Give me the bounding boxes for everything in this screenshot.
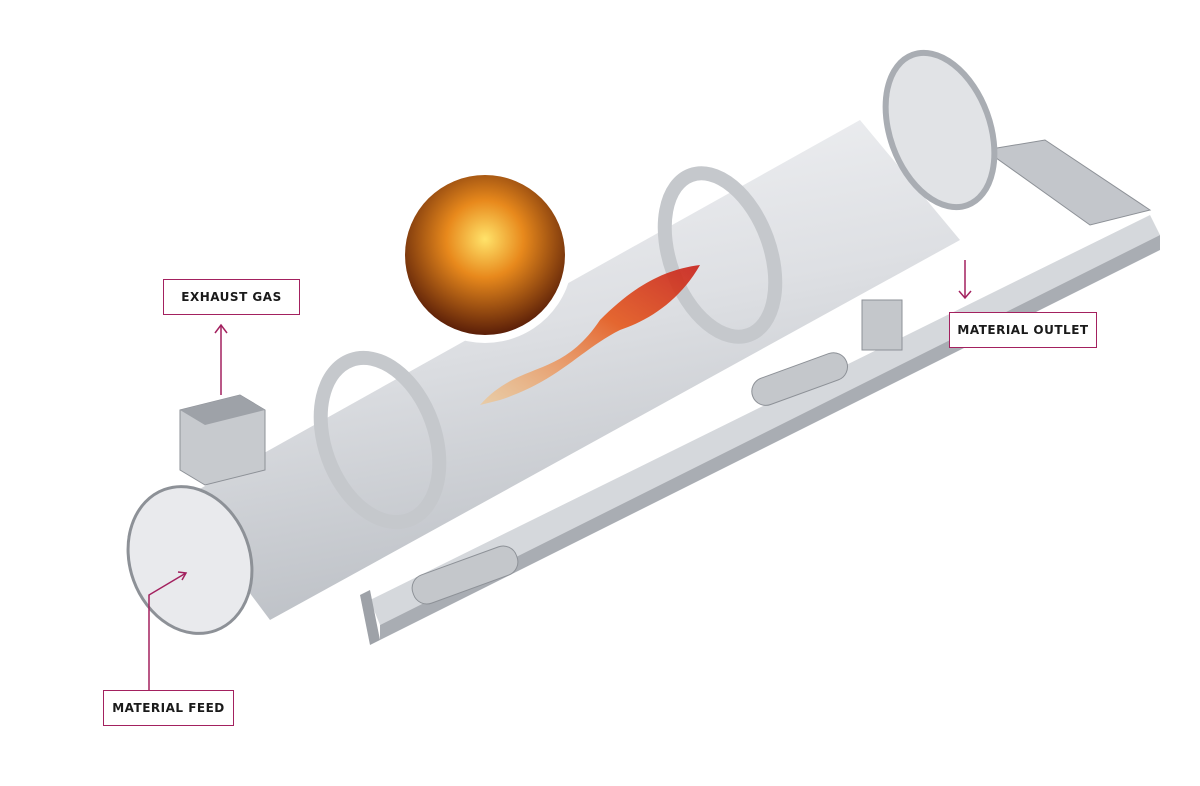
material-outlet-label: MATERIAL OUTLET	[949, 312, 1097, 348]
kiln-tube	[126, 49, 998, 635]
grating	[983, 139, 1152, 226]
material-feed-text: MATERIAL FEED	[112, 701, 225, 715]
exhaust-gas-text: EXHAUST GAS	[181, 290, 282, 304]
exhaust-gas-label: EXHAUST GAS	[163, 279, 300, 315]
callout-lines	[148, 260, 972, 690]
material-feed-label: MATERIAL FEED	[103, 690, 234, 726]
flame	[480, 265, 700, 405]
support-rollers	[411, 299, 903, 605]
material-outlet-text: MATERIAL OUTLET	[957, 323, 1089, 337]
exhaust-stack	[179, 394, 266, 486]
fire-inset	[397, 167, 573, 343]
